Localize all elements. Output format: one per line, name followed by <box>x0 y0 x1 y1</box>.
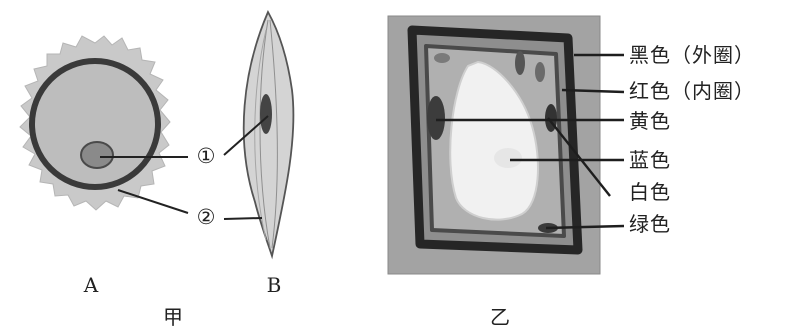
color-label-green: 绿色 <box>629 212 671 236</box>
color-label-white: 白色 <box>629 180 671 204</box>
green-blob-3 <box>515 51 525 75</box>
cell-a-nucleus <box>81 142 113 168</box>
cell-a <box>20 36 170 210</box>
yellow-blob <box>434 53 450 63</box>
cell-b-label: B <box>267 273 282 297</box>
color-labels: 黑色（外圈） 红色（内圈） 黄色 蓝色 白色 绿色 <box>629 43 755 236</box>
callout-2-label: ② <box>197 205 216 229</box>
callout-1-label: ① <box>197 144 216 168</box>
color-label-blue: 蓝色 <box>629 148 671 172</box>
figure-jia-caption: 甲 <box>163 305 183 329</box>
color-label-black-outer: 黑色（外圈） <box>629 43 755 67</box>
green-blob-4 <box>535 62 545 82</box>
green-blob-1 <box>427 96 445 140</box>
figure-yi-caption: 乙 <box>490 305 510 329</box>
cell-b-body <box>244 12 294 256</box>
cell-a-label: A <box>83 273 99 297</box>
cell-b <box>244 12 294 256</box>
cell-b-nucleus <box>260 94 272 134</box>
blue-region <box>494 148 522 168</box>
color-label-yellow: 黄色 <box>629 109 671 133</box>
color-label-red-inner: 红色（内圈） <box>629 79 755 103</box>
